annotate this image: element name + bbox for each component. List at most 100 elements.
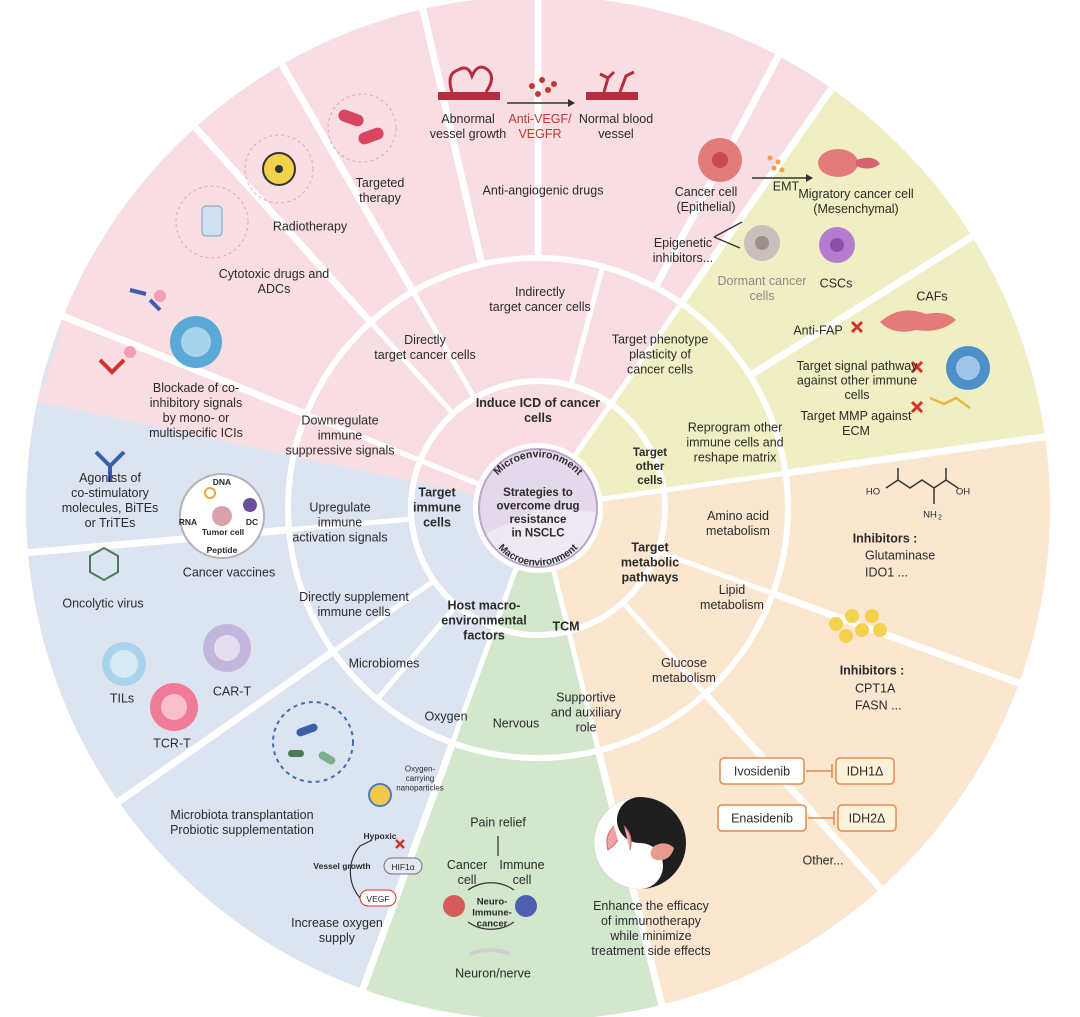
emt-arrowhead-icon [806,174,813,182]
vegf-dot-icon [535,91,541,97]
block-x-icon-2 [910,360,924,374]
pill-icon [338,109,364,127]
label-tcm-enhance-line: of immunotherapy [601,914,702,928]
label-car-t: CAR-T [213,684,252,698]
label-tils-line: TILs [110,691,134,705]
inhibit-lines-icon [713,221,743,249]
category-target-other-cells-line: other [636,461,665,473]
middle-divider [663,470,786,493]
vaccine-dc-icon [243,498,257,512]
ring-upregulate-line: immune [318,515,363,529]
hif-pill-icon [383,857,423,875]
lungs-icon [606,825,632,851]
ring-reprogram-line: Reprogram other [688,420,783,434]
ring-oxygen: Oxygen [424,709,467,723]
ring-downregulate-line: immune [318,428,363,442]
label-target-signal-pathway-line: against other immune [797,373,917,387]
ring-downregulate-line: suppressive signals [285,443,394,457]
neuron-icon [469,948,511,956]
inner-divider [572,402,613,458]
label-cancer-cell-epithelial-line: (Epithelial) [676,200,735,214]
label-dormant-cancer-cells-line: cells [749,289,774,303]
label-dc-line: DC [246,517,258,527]
label-agonists-line: Agonists of [79,471,141,485]
blockade-nucleus-icon [181,327,211,357]
ring-phenotype-plasticity-line: Target phenotype [612,332,709,346]
label-target-mmp-line: Target MMP against [801,409,912,423]
middle-divider [568,265,606,386]
label-oncolytic-virus: Oncolytic virus [62,596,143,610]
label-oxygen-nanoparticles-line: carrying [406,774,434,783]
enasidenib-box [717,804,807,832]
iv-bag-icon [201,205,223,237]
middle-divider [305,412,422,463]
inner-divider [419,458,481,487]
label-nh-line: NH [923,509,937,520]
label-cancer-vaccines: Cancer vaccines [183,565,275,579]
category-host-factors-line: factors [463,628,505,642]
hypoxic-block-icon [395,839,405,849]
middle-divider [450,626,497,744]
vaccine-dna-icon [204,487,216,499]
middle-divider [331,578,436,654]
nerve-cancer-cell-icon [443,895,465,917]
center-lower-half [486,508,596,567]
label-pain-relief: Pain relief [470,815,526,829]
antibody-icon [94,450,126,482]
label-normal-vessel-line: Normal blood [579,112,653,126]
label-blockade-line: by mono- or [163,411,230,425]
label-lipid-inhibitors-line: Inhibitors : [840,663,905,677]
label-increase-oxygen-line: Increase oxygen [291,916,383,930]
middle-divider [621,600,708,696]
category-target-metabolic-line: Target [631,540,669,554]
label-oxygen-nanoparticles-line: nanoparticles [396,783,444,792]
label-pain-relief-line: Pain relief [470,815,526,829]
center-title-line: Strategies to [503,487,573,499]
label-anti-angiogenic: Anti-angiogenic drugs [483,183,604,197]
bacterium-icon [296,723,318,737]
lipid-droplet-icon [865,609,879,623]
idh2-box [837,804,897,832]
label-microbiota-line: Probiotic supplementation [170,823,314,837]
inner-divider [550,568,572,632]
normal-vessel-icon [586,92,638,100]
microbiome-dashed-circle-icon [272,701,354,783]
label-anti-angiogenic-line: Anti-angiogenic drugs [483,183,604,197]
outer-divider [748,233,975,379]
ici-glow-icon-2 [124,346,136,358]
normal-vessel-branches-icon [599,70,635,93]
label-migratory-cancer-cell-line: (Mesenchymal) [813,202,898,216]
label-target-mmp-line: ECM [842,424,870,438]
label-rna: RNA [179,517,197,527]
tcr-t-nucleus-icon [161,694,187,720]
label-glutaminase-line: Glutaminase [865,548,935,562]
label-oh-line: OH [956,486,970,497]
label-other: Other... [803,853,844,867]
label-agonists-line: molecules, BiTEs [62,501,159,515]
abnormal-vessel-icon [438,92,500,100]
immune-cell-nucleus-icon [956,356,980,380]
label-epigenetic-inhibitors-line: Epigenetic [654,236,712,250]
center-title-line: resistance [510,514,567,526]
ici-antibody-icon [129,288,162,312]
ring-lipid-line: metabolism [700,598,764,612]
label-peptide: Peptide [207,545,238,555]
ring-amino-acid-line: Amino acid [707,509,769,523]
label-oh: OH [956,486,970,497]
epithelial-nucleus-icon [712,152,728,168]
label-nerve-immune-cell-line: cell [513,873,532,887]
label-normal-vessel-line: vessel [598,127,633,141]
til-nucleus-icon [110,650,138,678]
label-car-t-line: CAR-T [213,684,252,698]
label-ho-line: HO [866,486,880,497]
label-migratory-cancer-cell: Migratory cancer cell(Mesenchymal) [798,187,913,216]
label-cpt1a-line: CPT1A [855,681,896,695]
